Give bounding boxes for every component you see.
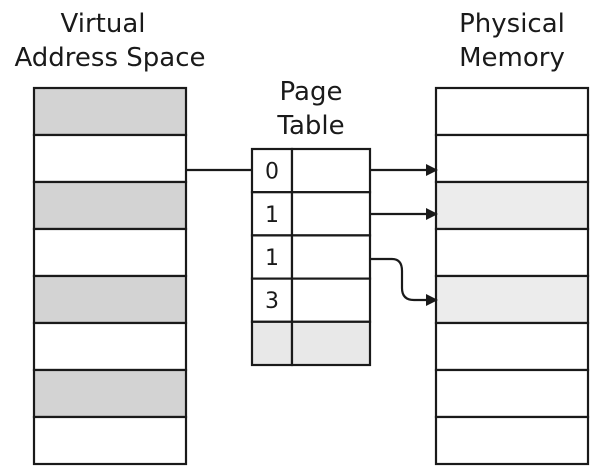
physical-frame-6 [434,368,590,419]
virtual-page-0 [32,86,188,137]
page-table: 0 1 1 3 [250,147,372,367]
arrow-to-frame-5 [370,257,438,306]
physical-frame-7 [434,415,590,466]
virtual-address-space [32,86,188,466]
physical-frame-5 [434,321,590,372]
virtual-page-5 [32,321,188,372]
page-table-frame-cell-3 [290,277,372,323]
page-table-frame-cell-4 [290,320,372,367]
page-table-index-1: 1 [265,203,279,228]
page-table-index-cell-4 [250,320,294,367]
physical-frame-1 [434,133,590,184]
virtual-page-4 [32,274,188,325]
page-table-index-0: 0 [265,160,279,185]
page-table-index-3: 3 [265,289,279,314]
virtual-page-7 [32,415,188,466]
page-table-frame-cell-2 [290,234,372,280]
virtual-title-line2: Address Space [14,43,205,73]
virtual-page-3 [32,227,188,278]
physical-title-line1: Physical [459,9,565,39]
page-table-title-line2: Table [276,111,344,141]
physical-frame-0 [434,86,590,137]
virtual-title-line1: Virtual [61,9,146,39]
page-table-index-2: 1 [265,246,279,271]
virtual-page-6 [32,368,188,419]
physical-frame-4 [434,274,590,325]
page-table-frame-cell-1 [290,191,372,237]
physical-title-line2: Memory [459,43,565,73]
page-table-frame-cell-0 [290,147,372,194]
virtual-page-1 [32,133,188,184]
physical-frame-3 [434,227,590,278]
virtual-page-2 [32,180,188,231]
physical-memory [434,86,590,466]
physical-frame-2 [434,180,590,231]
page-table-title-line1: Page [280,77,343,107]
